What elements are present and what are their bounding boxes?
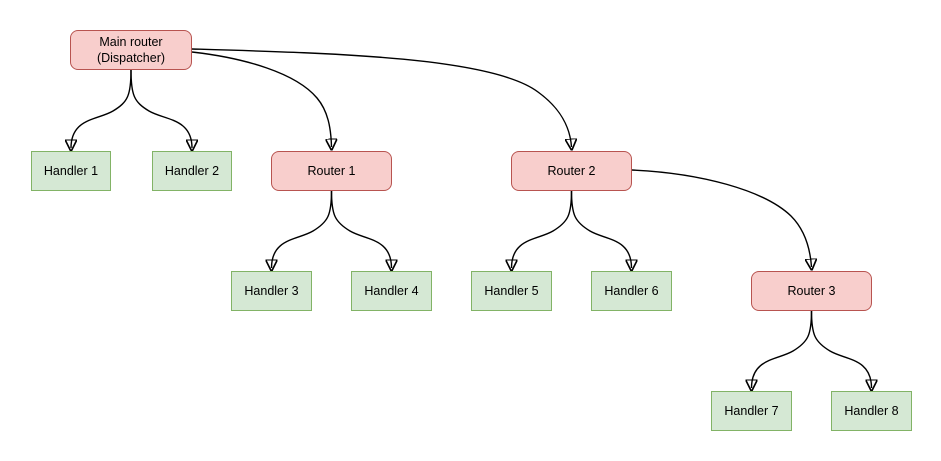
node-handler-3: Handler 3 [231, 271, 312, 311]
node-main-router: Main router (Dispatcher) [70, 30, 192, 70]
edge-router-1-to-handler-4 [330, 190, 392, 268]
node-handler-1-label: Handler 1 [43, 164, 99, 178]
node-main-router-label: Main router (Dispatcher) [96, 35, 166, 65]
edge-main-to-handler-2 [130, 69, 192, 148]
edge-router-2-to-handler-6 [570, 190, 632, 268]
node-handler-2-label: Handler 2 [164, 164, 220, 178]
node-handler-1: Handler 1 [31, 151, 111, 191]
node-handler-4-label: Handler 4 [364, 284, 419, 298]
node-handler-7-label: Handler 7 [724, 404, 779, 418]
node-handler-2: Handler 2 [152, 151, 232, 191]
node-router-3: Router 3 [751, 271, 872, 311]
edge-router-3-to-handler-8 [810, 310, 872, 388]
node-handler-8: Handler 8 [831, 391, 912, 431]
edge-router-2-to-router-3 [631, 169, 812, 267]
node-router-2: Router 2 [511, 151, 632, 191]
node-handler-5: Handler 5 [471, 271, 552, 311]
node-router-1: Router 1 [271, 151, 392, 191]
edge-router-1-to-handler-3 [272, 190, 333, 268]
node-router-3-label: Router 3 [787, 284, 836, 298]
node-handler-4: Handler 4 [351, 271, 432, 311]
node-handler-3-label: Handler 3 [244, 284, 299, 298]
node-handler-6-label: Handler 6 [604, 284, 659, 298]
node-handler-5-label: Handler 5 [484, 284, 539, 298]
edge-main-to-router-2 [191, 48, 572, 147]
edge-router-2-to-handler-5 [512, 190, 573, 268]
node-handler-7: Handler 7 [711, 391, 792, 431]
node-router-2-label: Router 2 [547, 164, 596, 178]
node-handler-8-label: Handler 8 [844, 404, 899, 418]
edge-main-to-handler-1 [71, 69, 132, 148]
edge-main-to-router-1 [191, 51, 332, 147]
node-handler-6: Handler 6 [591, 271, 672, 311]
edge-router-3-to-handler-7 [752, 310, 813, 388]
node-router-1-label: Router 1 [307, 164, 356, 178]
